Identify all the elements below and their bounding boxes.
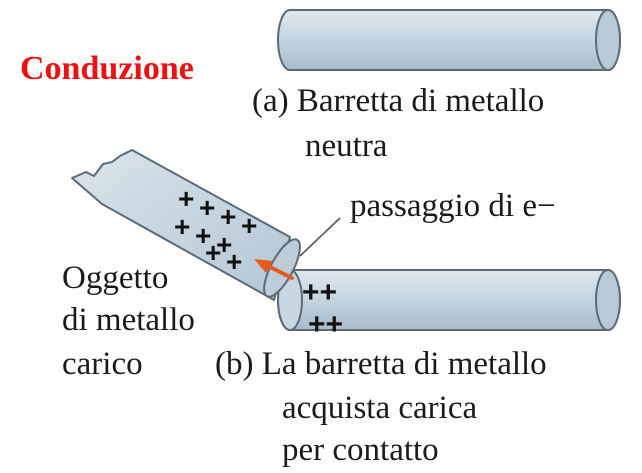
object-charges: +++++++++ [174,183,257,277]
rod-charges: ++ ++ [302,276,343,341]
electron-flow-arrow [254,259,294,280]
caption-a-line-1: (a) Barretta di metallo [252,83,545,119]
object-label-line-2: di metallo [62,302,195,338]
rod-charge-row-1: ++ [302,276,337,309]
caption-b-line-3: per contatto [282,432,439,468]
object-charge-0-1: + [199,192,215,223]
object-charge-1-2: + [216,229,232,260]
electron-flow-label: passaggio di e− [350,188,556,224]
neutral-rod [277,9,621,71]
caption-b-line-1: (b) La barretta di metallo [215,346,547,382]
object-charge-0-2: + [220,201,236,232]
object-charge-0-0: + [178,183,194,214]
object-charge-2-1: + [226,246,242,277]
object-charge-2-0: + [205,237,221,268]
electron-label-leader [299,217,341,257]
object-label-line-3: carico [62,346,143,382]
rod-charge-row-2: ++ [308,308,343,341]
caption-b-line-2: acquista carica [282,390,478,426]
charged-metal-object [71,149,301,301]
object-charge-1-1: + [195,220,211,251]
object-charge-1-0: + [174,211,190,242]
object-charge-0-3: + [241,210,257,241]
caption-a-line-2: neutra [305,128,388,164]
object-label-line-1: Oggetto [62,260,169,296]
diagram-title: Conduzione [20,50,194,87]
